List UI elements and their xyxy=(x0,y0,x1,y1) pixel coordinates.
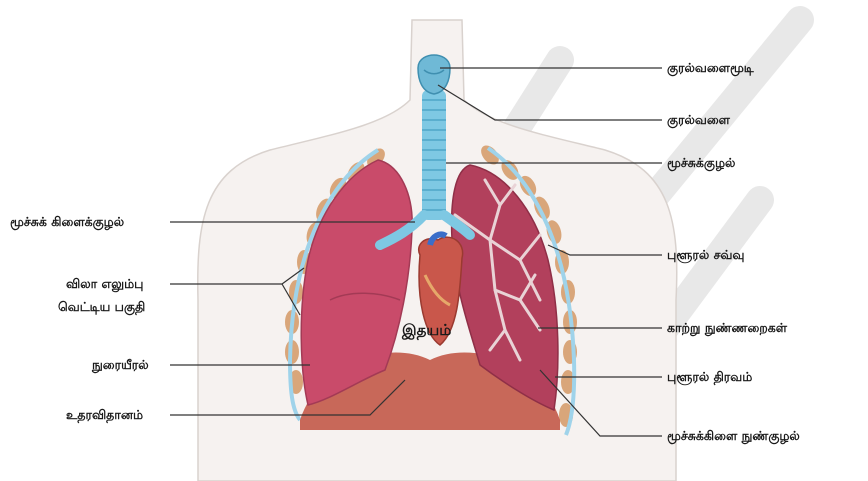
label-bronchus: மூச்சுக் கிளைக்குழல் xyxy=(10,214,125,230)
label-rib-cut-line2: வெட்டிய பகுதி xyxy=(58,299,145,315)
label-pleural-fluid: புளூரல் திரவம் xyxy=(667,369,753,386)
label-larynx-cover: குரல்வளைமூடி xyxy=(667,60,755,76)
larynx-shape xyxy=(418,55,450,94)
label-rib-cut-line1: விலா எலும்பு xyxy=(66,276,143,292)
label-alveoli: காற்று நுண்ணறைகள் xyxy=(667,320,788,336)
label-larynx: குரல்வளை xyxy=(667,112,731,128)
label-heart: இதயம் xyxy=(401,321,451,340)
label-trachea: மூச்சுக்குழல் xyxy=(667,155,736,171)
label-lung: நுரையீரல் xyxy=(91,357,149,373)
label-bronchiole: மூச்சுக்கிளை நுண்குழல் xyxy=(667,428,800,444)
label-diaphragm: உதரவிதானம் xyxy=(66,407,144,423)
label-pleura: புளூரல் சவ்வு xyxy=(667,247,744,264)
